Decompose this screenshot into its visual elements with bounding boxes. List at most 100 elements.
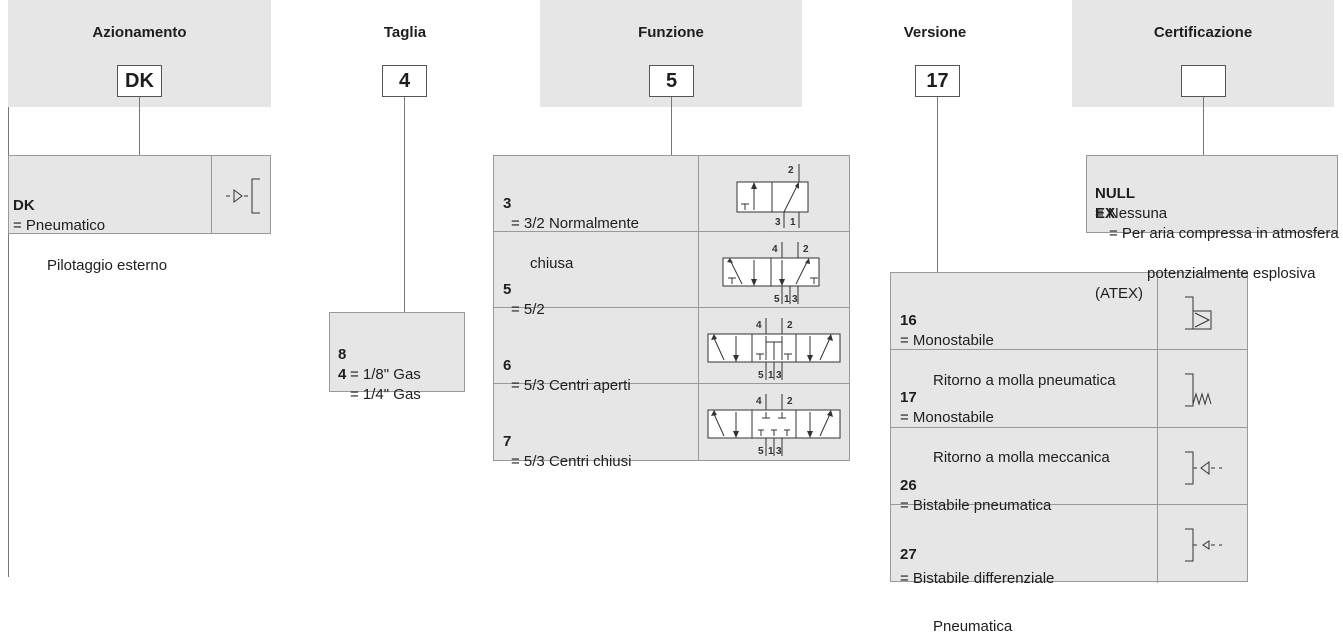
funzione-option-6: 6 = 5/3 Centri aperti 4 2 5 1 3 xyxy=(494,308,849,394)
certificazione-option-null: NULL = Nessuna xyxy=(1095,164,1335,224)
port-label: 5 xyxy=(758,370,764,381)
option-label: 16 = Monostabile Ritorno a molla pneumat… xyxy=(900,291,1160,391)
versione-header: Versione xyxy=(903,24,967,41)
symbol-cell xyxy=(1157,273,1158,349)
option-text: = 5/3 Centri aperti xyxy=(511,377,631,394)
port-label: 5 xyxy=(758,446,764,457)
option-text: Ritorno a molla pneumatica xyxy=(933,372,1116,389)
port-label: 3 xyxy=(776,446,782,457)
taglia-options-box: 8 = 1/8" Gas 4 = 1/4" Gas xyxy=(329,312,465,403)
versione-option-26: 26 = Bistabile pneumatica xyxy=(891,428,1247,514)
valve-5-2-symbol: 4 2 5 1 3 xyxy=(722,242,820,305)
option-key: 6 xyxy=(503,357,512,374)
port-label: 2 xyxy=(803,244,809,255)
funzione-connector xyxy=(671,97,672,155)
port-label: 1 xyxy=(790,217,796,228)
option-text: potenzialmente esplosiva (ATEX) xyxy=(1095,265,1316,302)
option-label: 6 = 5/3 Centri aperti xyxy=(503,336,703,396)
port-label: 4 xyxy=(756,320,762,331)
left-guide-line xyxy=(8,0,9,577)
symbol-cell xyxy=(698,384,699,460)
port-label: 1 xyxy=(768,446,774,457)
option-label: 17 = Monostabile Ritorno a molla meccani… xyxy=(900,368,1160,468)
option-key: 3 xyxy=(503,195,512,212)
option-key: 17 xyxy=(900,389,917,406)
option-key: 26 xyxy=(900,477,917,494)
funzione-options-box: 3 = 3/2 Normalmente chiusa 2 3 1 5 = 5/2 xyxy=(493,155,850,470)
symbol-cell xyxy=(1157,505,1158,583)
funzione-option-7: 7 = 5/3 Centri chiusi 4 2 5 1 3 xyxy=(494,384,849,470)
taglia-code-box: 4 xyxy=(382,65,427,97)
option-text: = 1/8" Gas xyxy=(350,366,421,383)
differential-bistable-symbol xyxy=(1185,528,1222,562)
versione-option-16: 16 = Monostabile Ritorno a molla pneumat… xyxy=(891,273,1247,389)
option-text: = 5/3 Centri chiusi xyxy=(511,453,632,470)
option-key: 8 xyxy=(338,346,347,363)
azionamento-connector xyxy=(139,97,140,155)
symbol-cell xyxy=(211,156,212,233)
versione-options-box: 16 = Monostabile Ritorno a molla pneumat… xyxy=(890,272,1248,635)
certificazione-options-box: NULL = Nessuna EX = Per aria compressa i… xyxy=(1086,155,1339,302)
versione-option-17: 17 = Monostabile Ritorno a molla meccani… xyxy=(891,350,1247,466)
symbol-cell xyxy=(698,156,699,231)
port-label: 5 xyxy=(774,294,780,305)
option-text: = 5/2 xyxy=(511,301,545,318)
option-text: Pilotaggio esterno xyxy=(47,257,168,274)
funzione-option-5: 5 = 5/2 4 2 5 1 3 xyxy=(494,232,849,318)
certificazione-option-ex: EX = Per aria compressa in atmosfera pot… xyxy=(1095,184,1339,304)
option-text: = Bistabile pneumatica xyxy=(900,497,1052,514)
option-label: 26 = Bistabile pneumatica xyxy=(900,456,1160,516)
taglia-connector xyxy=(404,97,405,312)
port-label: 3 xyxy=(776,370,782,381)
option-text: Pneumatica xyxy=(933,618,1013,635)
valve-5-3-open-symbol: 4 2 5 1 3 xyxy=(707,318,841,381)
option-key: DK xyxy=(13,197,35,214)
valve-3-2-symbol: 2 3 1 xyxy=(736,164,809,228)
option-text: = 1/4" Gas xyxy=(350,386,421,403)
versione-option-27: 27 = Bistabile differenziale Pneumatica xyxy=(891,505,1247,635)
certificazione-connector xyxy=(1203,97,1204,155)
option-text: = Per aria compressa in atmosfera xyxy=(1109,225,1339,242)
taglia-header: Taglia xyxy=(383,24,427,41)
port-label: 4 xyxy=(772,244,778,255)
option-key: 16 xyxy=(900,312,917,329)
mechanical-spring-return-symbol xyxy=(1185,373,1212,407)
option-label: 3 = 3/2 Normalmente chiusa xyxy=(503,174,703,274)
option-text: = 3/2 Normalmente xyxy=(511,215,639,232)
port-label: 1 xyxy=(768,370,774,381)
option-key: 7 xyxy=(503,433,512,450)
versione-connector xyxy=(937,97,938,272)
option-text: = Nessuna xyxy=(1095,205,1168,222)
port-label: 2 xyxy=(788,165,794,176)
azionamento-header: Azionamento xyxy=(92,24,187,41)
versione-code-box: 17 xyxy=(915,65,960,97)
funzione-header: Funzione xyxy=(638,24,704,41)
port-label: 1 xyxy=(784,294,790,305)
option-key: 5 xyxy=(503,281,512,298)
option-text: = Pneumatico xyxy=(13,217,106,234)
pneumatic-spring-return-symbol xyxy=(1185,296,1212,330)
azionamento-option-dk: DK = Pneumatico Pilotaggio esterno xyxy=(13,176,213,276)
symbol-cell xyxy=(1157,350,1158,427)
symbol-cell xyxy=(1157,428,1158,504)
port-label: 4 xyxy=(756,396,762,407)
option-key: NULL xyxy=(1095,185,1135,202)
option-text: chiusa xyxy=(530,255,574,272)
pneumatic-pilot-symbol xyxy=(226,178,260,214)
option-text: = Bistabile differenziale xyxy=(900,570,1055,587)
symbol-cell xyxy=(698,308,699,383)
option-key: EX xyxy=(1095,205,1116,222)
option-text: = Monostabile xyxy=(900,409,994,426)
valve-5-3-closed-symbol: 4 2 5 1 3 xyxy=(707,394,841,457)
azionamento-options-box: DK = Pneumatico Pilotaggio esterno xyxy=(8,155,271,274)
port-label: 3 xyxy=(775,217,781,228)
option-key: 27 xyxy=(900,546,917,563)
port-label: 2 xyxy=(787,320,793,331)
symbol-cell xyxy=(698,232,699,307)
funzione-code-box: 5 xyxy=(649,65,694,97)
option-label: 7 = 5/3 Centri chiusi xyxy=(503,412,703,472)
option-label: 5 = 5/2 xyxy=(503,260,703,320)
taglia-option-4: 4 = 1/4" Gas xyxy=(338,345,421,405)
certificazione-header: Certificazione xyxy=(1153,24,1253,41)
option-text: = Monostabile xyxy=(900,332,994,349)
